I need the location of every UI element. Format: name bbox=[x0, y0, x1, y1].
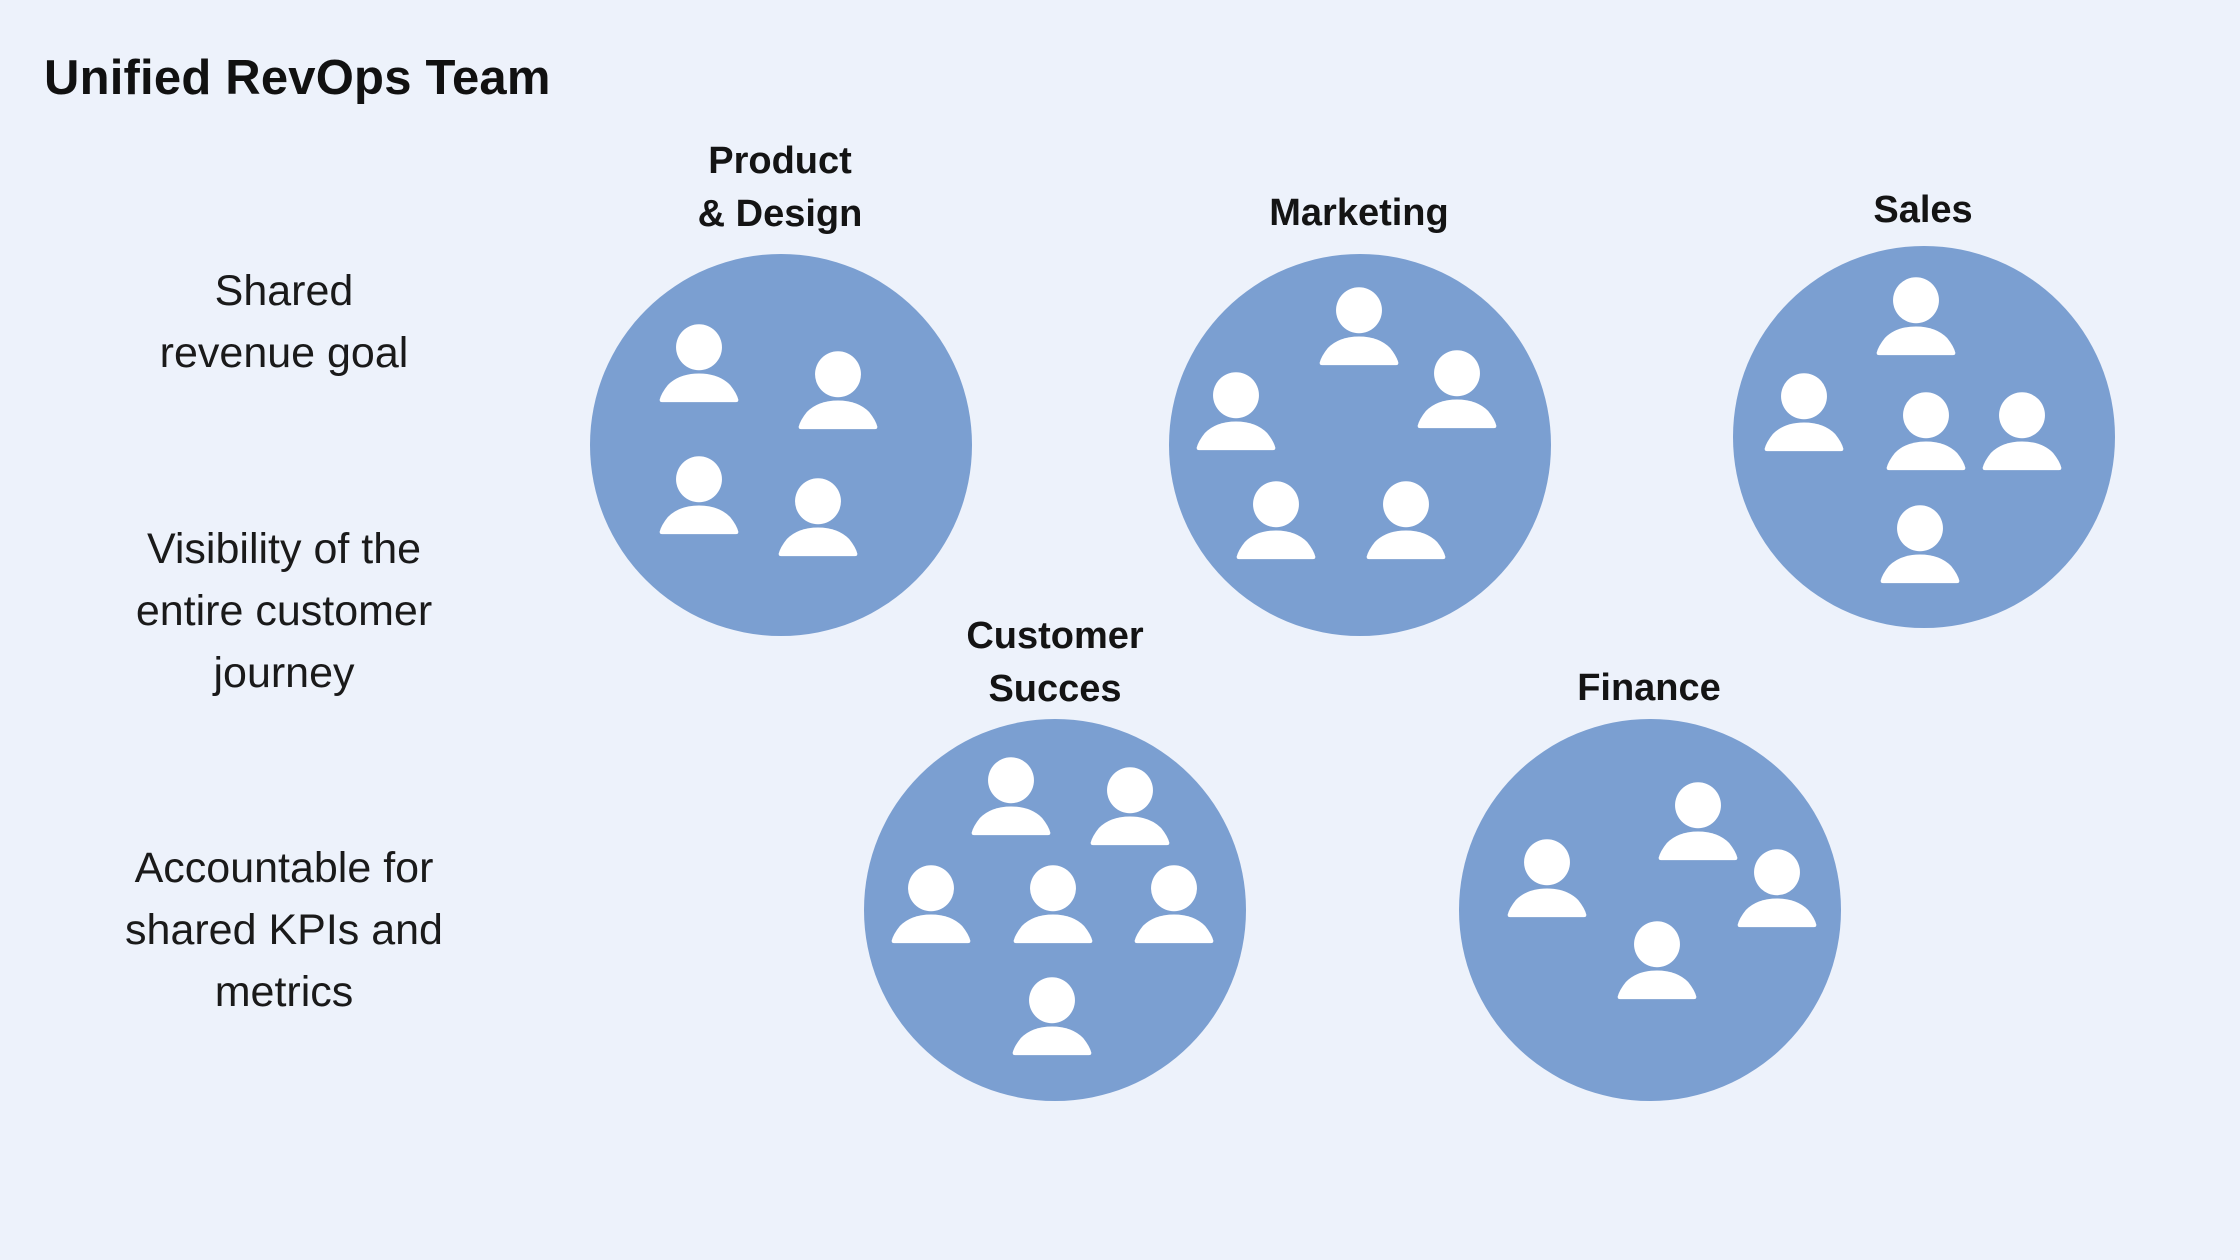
person-icon bbox=[1657, 779, 1739, 861]
principle-line: metrics bbox=[214, 968, 354, 1016]
team-circle-finance bbox=[1459, 719, 1841, 1101]
person-icon bbox=[1318, 284, 1400, 366]
person-icon bbox=[1875, 274, 1957, 356]
person-icon bbox=[1235, 478, 1317, 560]
team-label-line: Succes bbox=[988, 668, 1122, 710]
person-icon bbox=[1981, 389, 2063, 471]
team-label-marketing: Marketing bbox=[1149, 187, 1569, 240]
principle-line: Shared bbox=[214, 267, 354, 315]
person-icon bbox=[658, 321, 740, 403]
person-icon bbox=[1089, 764, 1171, 846]
team-circle-product-design bbox=[590, 254, 972, 636]
principle-line: journey bbox=[213, 649, 355, 697]
team-circle-sales bbox=[1733, 246, 2115, 628]
principle-line: shared KPIs and bbox=[125, 906, 443, 954]
principle-line: Accountable for bbox=[134, 844, 434, 892]
person-icon bbox=[1133, 862, 1215, 944]
person-icon bbox=[1885, 389, 1967, 471]
team-label-finance: Finance bbox=[1439, 662, 1859, 715]
person-icon bbox=[1506, 836, 1588, 918]
person-icon bbox=[1365, 478, 1447, 560]
person-icon bbox=[970, 754, 1052, 836]
principle-line: revenue goal bbox=[159, 329, 409, 377]
person-icon bbox=[1879, 502, 1961, 584]
principle-visibility-customer-journey: Visibility of the entire customer journe… bbox=[54, 518, 514, 704]
team-label-line: Marketing bbox=[1269, 192, 1449, 234]
team-label-line: & Design bbox=[697, 193, 863, 235]
team-label-line: Sales bbox=[1873, 189, 1973, 231]
person-icon bbox=[1012, 862, 1094, 944]
person-icon bbox=[890, 862, 972, 944]
person-icon bbox=[1763, 370, 1845, 452]
person-icon bbox=[1736, 846, 1818, 928]
team-label-line: Product bbox=[708, 140, 852, 182]
person-icon bbox=[1011, 974, 1093, 1056]
person-icon bbox=[777, 475, 859, 557]
page-title: Unified RevOps Team bbox=[44, 51, 551, 105]
team-label-sales: Sales bbox=[1713, 184, 2133, 237]
person-icon bbox=[1416, 347, 1498, 429]
principle-line: Visibility of the bbox=[146, 525, 422, 573]
team-label-customer-success: Customer Succes bbox=[845, 610, 1265, 716]
team-label-line: Customer bbox=[966, 615, 1144, 657]
team-label-product-design: Product & Design bbox=[570, 135, 990, 241]
person-icon bbox=[658, 453, 740, 535]
principle-accountable-shared-kpis: Accountable for shared KPIs and metrics bbox=[54, 837, 514, 1023]
principle-shared-revenue-goal: Shared revenue goal bbox=[54, 260, 514, 384]
person-icon bbox=[1195, 369, 1277, 451]
person-icon bbox=[797, 348, 879, 430]
team-circle-marketing bbox=[1169, 254, 1551, 636]
team-label-line: Finance bbox=[1577, 667, 1721, 709]
team-circle-customer-success bbox=[864, 719, 1246, 1101]
principle-line: entire customer bbox=[135, 587, 433, 635]
person-icon bbox=[1616, 918, 1698, 1000]
